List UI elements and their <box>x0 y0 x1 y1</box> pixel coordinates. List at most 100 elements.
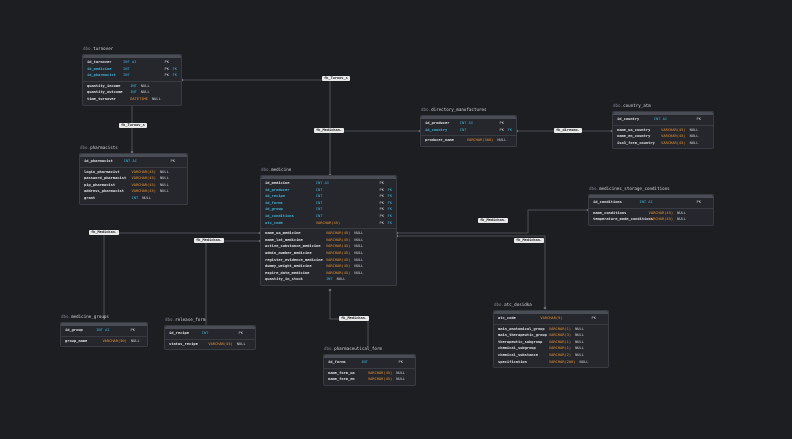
relation-label[interactable]: fk_Medichan. <box>478 218 508 223</box>
column-type: VARCHAR(300) <box>466 138 494 143</box>
column-nullable: NULL <box>159 189 169 194</box>
relation-label[interactable]: fk_Medichan. <box>514 238 544 243</box>
column-type: INT <box>325 277 333 282</box>
relation-label[interactable]: fk_Medichan. <box>314 128 344 133</box>
table-header-bar <box>421 116 516 119</box>
column-name: id_country <box>617 117 640 121</box>
column-name: id_forms <box>265 200 283 205</box>
table-title: dbo.pharmacists <box>80 145 118 150</box>
relation-label[interactable]: fk_Medichan. <box>339 316 369 321</box>
primary-key-badge: PK <box>591 316 596 320</box>
relation-label[interactable]: fk_direxmo. <box>554 128 582 133</box>
primary-key-badge: PK <box>696 117 701 121</box>
relation-label[interactable]: fk_Medichan. <box>89 230 119 235</box>
table-schema: dbo. <box>324 346 335 351</box>
column-nullable: NULL <box>677 217 686 222</box>
column-type: VARCHAR(2) <box>548 352 572 357</box>
column-name: address_pharmacist <box>84 189 124 194</box>
column-nullable: NULL <box>689 140 699 145</box>
column-name: therapeutic_subgroup <box>498 339 543 344</box>
column-type: INT AI <box>315 181 330 185</box>
column-type: VARCHAR(3) <box>548 333 572 338</box>
relation-label[interactable]: fk_Medichan. <box>194 238 224 243</box>
foreign-key-badge <box>504 120 512 127</box>
table-name: medicines_storage_conditions <box>599 186 670 191</box>
table-title: dbo.medicines_storage_conditions <box>589 186 670 191</box>
table-medicines-storage-conditions[interactable]: dbo.medicines_storage_conditions id_condi… <box>588 186 714 226</box>
column-nullable: NULL <box>689 134 699 139</box>
column-type: INT <box>315 207 323 212</box>
column-type: VARCHAR(45) <box>131 189 156 194</box>
table-name: medicine_groups <box>71 314 109 319</box>
relation-label[interactable]: fk_Turnov_s <box>119 123 147 128</box>
relation-label[interactable]: fk_Turnov_s <box>322 76 350 81</box>
column-type: INT <box>315 194 323 199</box>
table-header-bar <box>165 326 255 329</box>
column-row[interactable]: address_pharmacist VARCHAR(45)NULL <box>80 188 187 195</box>
column-nullable: NULL <box>354 250 364 255</box>
